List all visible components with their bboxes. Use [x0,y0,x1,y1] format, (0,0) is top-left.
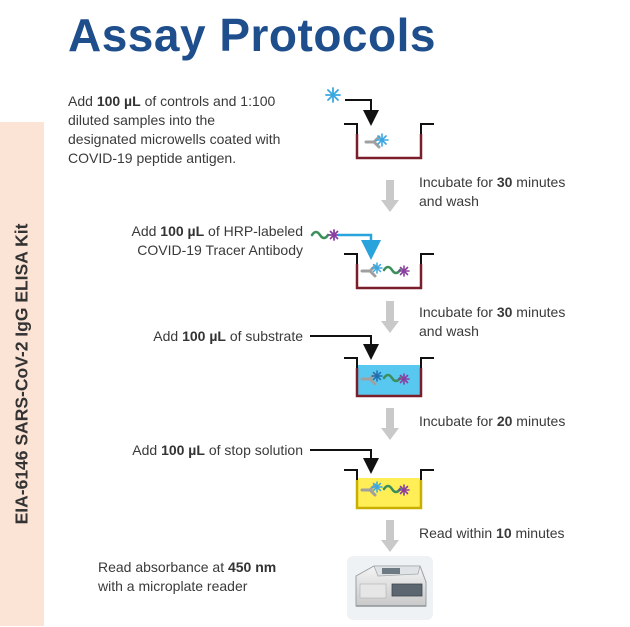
well-2 [344,253,434,290]
flow-arrow-3 [381,408,399,440]
step-4-text: Add 100 µL of stop solution [132,442,303,458]
step-5-text: Read absorbance at 450 nm with a micropl… [98,559,277,594]
flow-arrow-4 [381,520,399,552]
antibody-icon [364,135,381,149]
snowflake-antigen-icon [325,87,341,103]
incubation-2-text: Incubate for 30 minutes and wash [419,304,566,339]
well-4 [344,469,434,510]
well-1 [344,123,434,160]
step-4-arrow [310,449,379,474]
tracer-antibody-icon [310,229,340,241]
well-3 [344,357,434,398]
step-2-arrow [338,233,381,260]
step-3-arrow [310,335,379,360]
flow-arrow-1 [381,180,399,212]
page-title: Assay Protocols [68,9,436,61]
incubation-4-text: Read within 10 minutes [419,525,565,541]
incubation-1-text: Incubate for 30 minutes and wash [419,174,566,209]
step-1-arrow [345,99,379,126]
incubation-3-text: Incubate for 20 minutes [419,413,566,429]
step-3-text: Add 100 µL of substrate [153,328,303,344]
antigen-icon [375,133,389,147]
flow-arrow-2 [381,301,399,333]
microplate-reader-icon [347,556,433,620]
step-1-text: Add 100 µL of controls and 1:100 diluted… [68,93,281,166]
kit-label-band [0,122,44,626]
step-2-text: Add 100 µL of HRP-labeled COVID-19 Trace… [131,223,303,258]
